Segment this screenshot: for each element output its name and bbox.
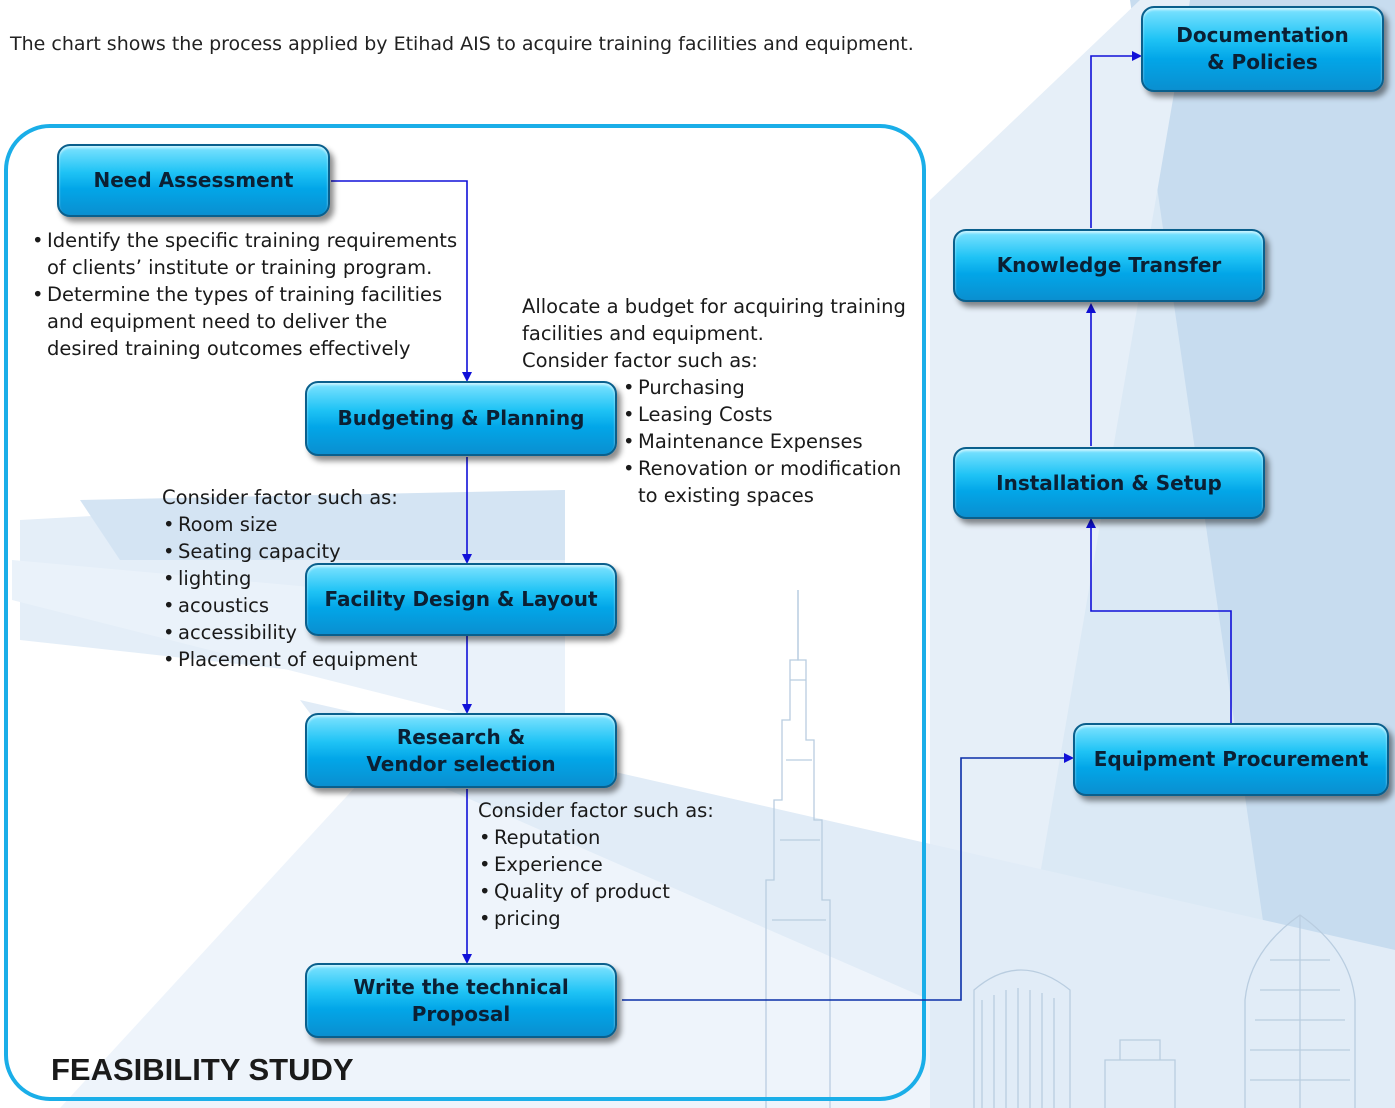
vendor-note-item: Reputation [478,824,778,851]
box-research-vendor[interactable]: Research & Vendor selection [305,713,617,788]
arrow-proposal-to-procurement [622,753,1074,1001]
box-documentation-policies[interactable]: Documentation & Policies [1141,6,1384,92]
box-installation-setup[interactable]: Installation & Setup [953,447,1265,519]
need-note-item: Identify the specific training requireme… [31,227,491,281]
box-budgeting-label: Budgeting & Planning [337,406,585,430]
section-label: FEASIBILITY STUDY [51,1052,354,1087]
budget-note-item: Purchasing [622,374,922,401]
box-proposal-label-2: Proposal [411,1001,511,1026]
arrow-procurement-to-installation [1086,518,1232,723]
need-assessment-notes: Identify the specific training requireme… [31,227,491,362]
box-proposal-label-1: Write the technical [353,974,569,999]
budget-note-item: Leasing Costs [622,401,922,428]
design-note-item: accessibility [162,619,462,646]
box-budgeting-planning[interactable]: Budgeting & Planning [305,381,617,456]
need-note-item: Determine the types of training faciliti… [31,281,491,362]
box-knowledge-label: Knowledge Transfer [996,253,1222,277]
box-need-assessment[interactable]: Need Assessment [57,144,330,217]
box-research-label-2: Vendor selection [366,751,556,776]
feasibility-study-frame [4,124,926,1101]
vendor-note-item: pricing [478,905,778,932]
design-notes-intro: Consider factor such as: [162,486,398,509]
box-procurement-label: Equipment Procurement [1093,747,1369,771]
box-need-assessment-label: Need Assessment [93,168,294,192]
intro-text: The chart shows the process applied by E… [10,33,914,55]
budget-note-item: Maintenance Expenses [622,428,922,455]
vendor-note-item: Quality of product [478,878,778,905]
budget-notes-items: Purchasing Leasing Costs Maintenance Exp… [622,374,922,509]
box-documentation-label-2: & Policies [1207,50,1318,74]
budget-notes-intro: Allocate a budget for acquiring training… [522,295,906,372]
design-note-item: Seating capacity [162,538,462,565]
design-note-item: acoustics [162,592,462,619]
box-technical-proposal[interactable]: Write the technical Proposal [305,963,617,1038]
box-equipment-procurement[interactable]: Equipment Procurement [1073,723,1389,796]
design-note-item: Placement of equipment [162,646,462,673]
design-notes: Consider factor such as: Room size Seati… [162,484,462,673]
vendor-notes: Consider factor such as: Reputation Expe… [478,797,778,932]
box-documentation-label-1: Documentation [1176,23,1349,47]
box-installation-label: Installation & Setup [996,470,1222,495]
vendor-notes-intro: Consider factor such as: [478,799,714,822]
budget-note-item: Renovation or modification to existing s… [622,455,922,509]
design-note-item: lighting [162,565,462,592]
vendor-note-item: Experience [478,851,778,878]
arrow-knowledge-to-documentation [1090,51,1142,228]
box-knowledge-transfer[interactable]: Knowledge Transfer [953,229,1265,302]
box-research-label-1: Research & [396,724,526,749]
design-note-item: Room size [162,511,462,538]
